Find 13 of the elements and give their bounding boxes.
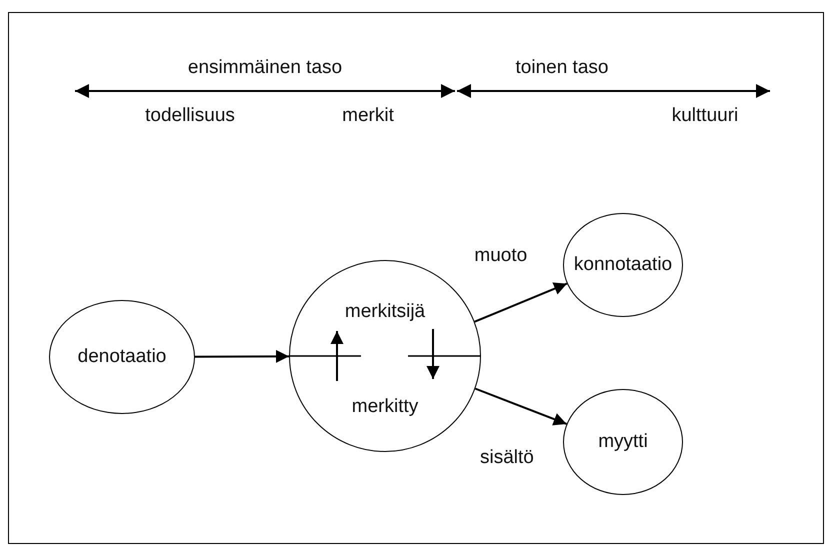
node-label: myytti xyxy=(598,431,648,453)
level-label: ensimmäinen taso xyxy=(188,57,342,79)
node-label: denotaatio xyxy=(78,346,166,368)
node-label: merkitsijä xyxy=(344,301,426,324)
level-label: merkit xyxy=(342,105,394,127)
level-label: kulttuuri xyxy=(672,105,738,127)
arrow xyxy=(195,350,289,363)
arrow xyxy=(474,388,567,426)
level-label: todellisuus xyxy=(145,105,235,127)
level-label: toinen taso xyxy=(516,57,608,79)
arrow xyxy=(474,282,568,323)
node-label: konnotaatio xyxy=(574,254,672,276)
node-label: merkitty xyxy=(352,396,418,418)
